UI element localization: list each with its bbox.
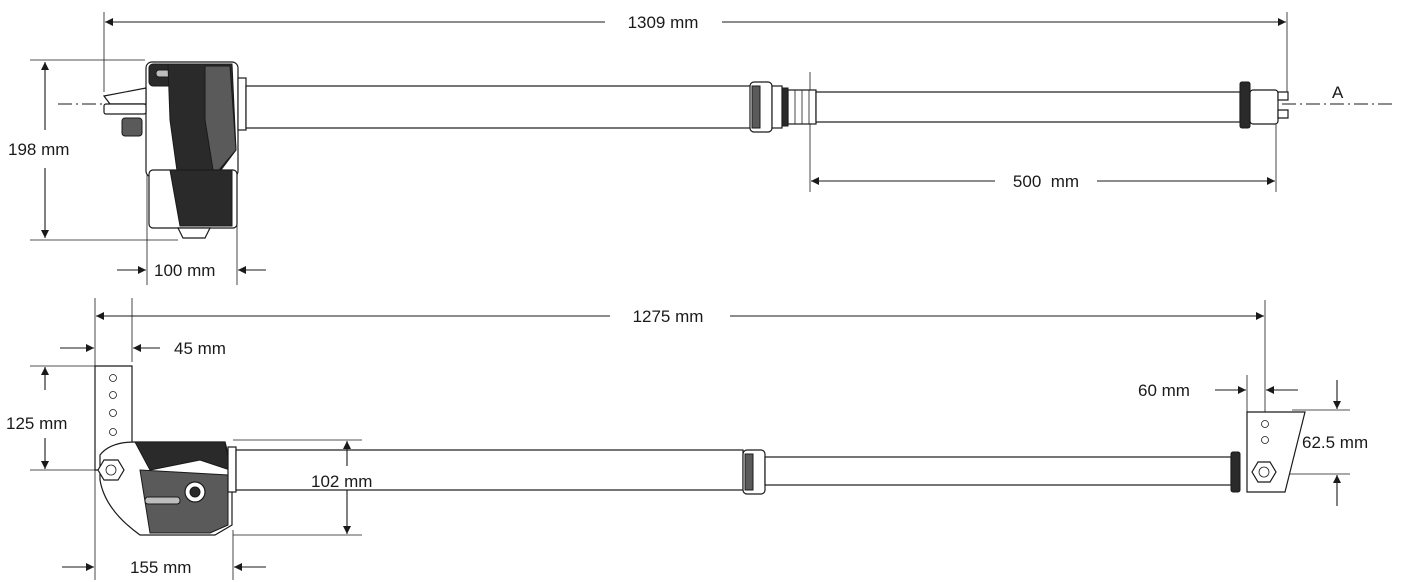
top-rod-end: [1239, 81, 1289, 129]
bottom-outer-tube: [235, 449, 744, 491]
bottom-tube-nut: [742, 449, 766, 495]
dim-102: 102 mm: [311, 472, 372, 491]
dim-100: 100 mm: [154, 261, 215, 280]
bottom-view: [30, 298, 1350, 580]
dim-1309: 1309 mm: [628, 13, 699, 32]
dim-125: 125 mm: [6, 414, 67, 433]
top-dimensions: 1309 mm 198 mm 100 mm 500 mm A: [8, 13, 1344, 280]
dim-62-5: 62.5 mm: [1302, 433, 1368, 452]
dim-155: 155 mm: [130, 558, 191, 577]
dim-198: 198 mm: [8, 140, 69, 159]
bottom-dimensions: 1275 mm 45 mm 125 mm 102 mm 155 mm 60 mm…: [6, 307, 1368, 577]
bottom-motor-housing: [97, 441, 237, 536]
dim-60: 60 mm: [1138, 381, 1190, 400]
top-tube-nut: [749, 81, 817, 133]
top-outer-tube: [245, 85, 752, 129]
bottom-inner-rod: [764, 456, 1232, 486]
top-view: [30, 12, 1392, 285]
axis-label-a: A: [1332, 83, 1344, 102]
dim-45: 45 mm: [174, 339, 226, 358]
top-inner-rod: [815, 91, 1241, 123]
dim-500: 500 mm: [1013, 172, 1079, 191]
dim-1275: 1275 mm: [633, 307, 704, 326]
top-motor-housing: [102, 61, 247, 239]
front-bracket: [1230, 411, 1306, 493]
